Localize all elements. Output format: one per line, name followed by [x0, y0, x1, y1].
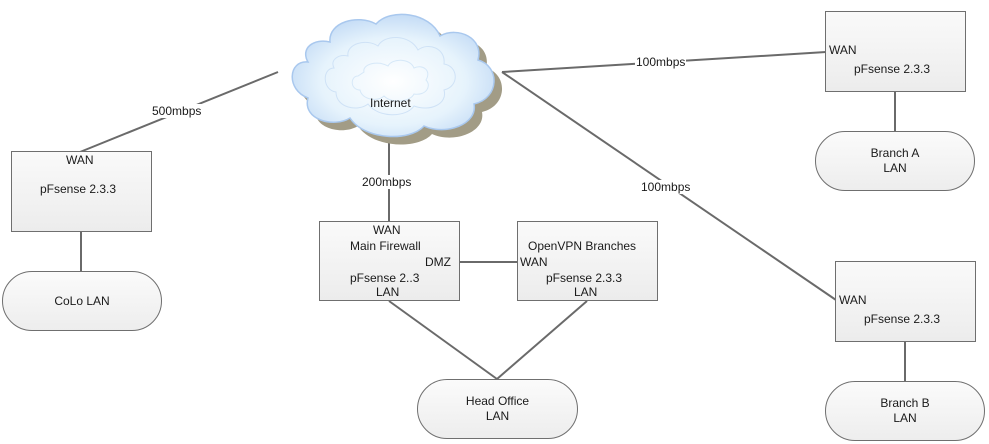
main-dmz-label: DMZ [425, 255, 451, 269]
main-firewall-node[interactable]: WAN Main Firewall DMZ pFsense 2..3 LAN [319, 221, 460, 301]
head-office-lan-node[interactable]: Head Office LAN [417, 379, 578, 439]
link-label-colo: 500mbps [151, 104, 203, 118]
main-wan-label: WAN [373, 223, 401, 237]
branch-a-lan-line2: LAN [883, 161, 907, 175]
head-office-lan-line1: Head Office [465, 394, 530, 408]
internet-cloud-icon [291, 13, 503, 145]
branch-b-wan-label: WAN [839, 293, 867, 307]
branch-a-lan-node[interactable]: Branch A LAN [815, 131, 975, 191]
link-label-main: 200mbps [361, 175, 413, 189]
branch-b-lan-node[interactable]: Branch B LAN [825, 381, 985, 441]
branch-b-lan-line2: LAN [893, 411, 917, 425]
branch-a-firewall-node[interactable]: WAN pFsense 2.3.3 [825, 11, 966, 92]
openvpn-wan-label: WAN [520, 255, 548, 269]
colo-lan-node[interactable]: CoLo LAN [2, 271, 162, 331]
openvpn-lan-label: LAN [574, 285, 598, 299]
branch-a-lan-line1: Branch A [870, 146, 920, 160]
colo-lan-label: CoLo LAN [54, 293, 110, 308]
branch-a-wan-label: WAN [829, 43, 857, 57]
colo-firewall-name: pFsense 2.3.3 [40, 182, 117, 196]
colo-wan-label: WAN [66, 153, 94, 167]
branch-b-lan-line1: Branch B [880, 396, 930, 410]
branch-b-firewall-name: pFsense 2.3.3 [864, 312, 941, 326]
link-main-headoffice [388, 300, 498, 380]
colo-firewall-node[interactable]: WAN pFsense 2.3.3 [11, 151, 152, 232]
main-lan-label: LAN [376, 285, 400, 299]
branch-a-firewall-name: pFsense 2.3.3 [854, 62, 931, 76]
main-firewall-title: Main Firewall [350, 239, 421, 253]
internet-label: Internet [370, 96, 411, 110]
link-label-branch-b: 100mbps [640, 180, 692, 194]
branch-b-firewall-node[interactable]: WAN pFsense 2.3.3 [835, 261, 976, 342]
main-firewall-name: pFsense 2..3 [350, 271, 420, 285]
openvpn-firewall-name: pFsense 2.3.3 [546, 271, 623, 285]
link-label-branch-a: 100mbps [635, 55, 687, 69]
openvpn-title: OpenVPN Branches [528, 239, 637, 253]
link-openvpn-headoffice [496, 300, 588, 380]
head-office-lan-line2: LAN [485, 409, 510, 423]
openvpn-firewall-node[interactable]: OpenVPN Branches WAN pFsense 2.3.3 LAN [517, 221, 658, 301]
